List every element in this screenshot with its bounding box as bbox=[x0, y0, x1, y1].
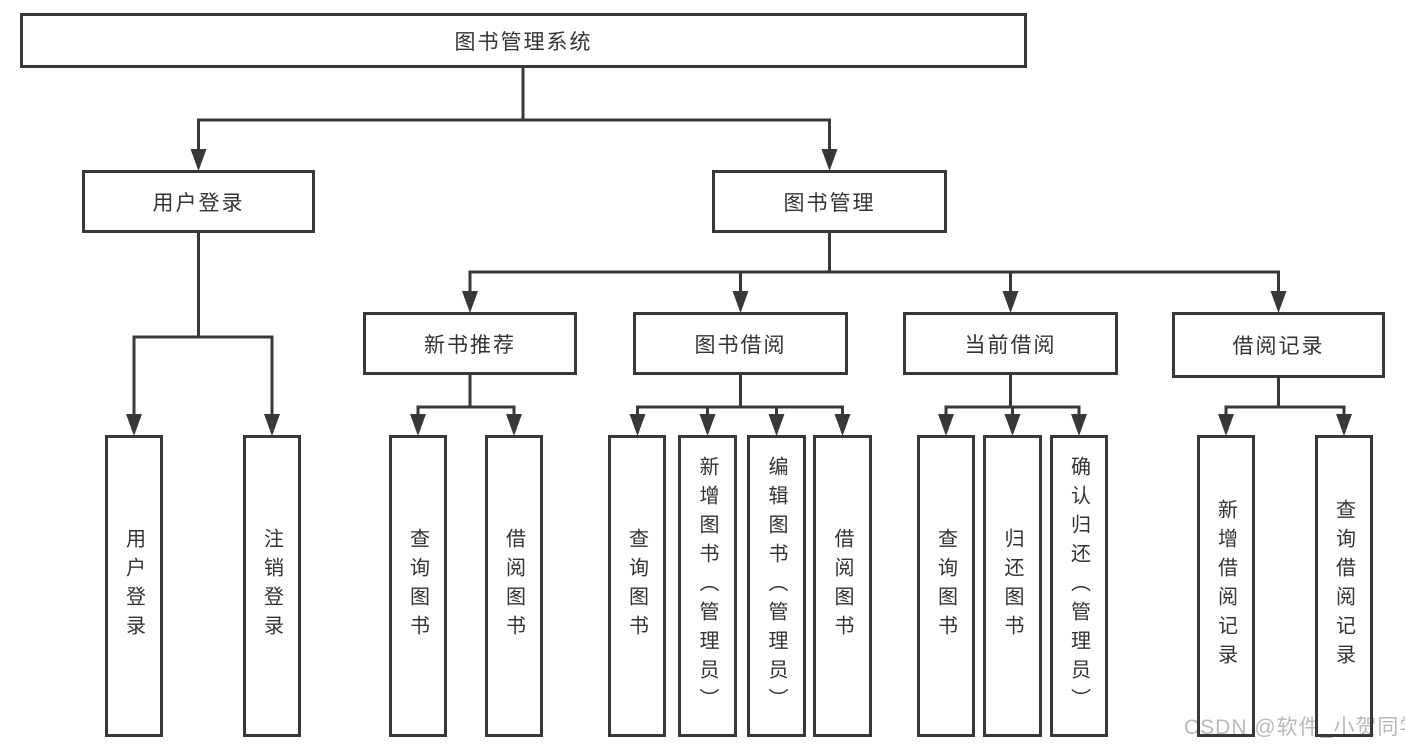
leaf-recommend-borrow-books-label: 借阅图书 bbox=[502, 528, 525, 644]
leaf-query-borrow-record: 查询借阅记录 bbox=[1315, 435, 1373, 737]
leaf-logout-label: 注销登录 bbox=[260, 528, 283, 644]
node-user-login: 用户登录 bbox=[82, 170, 315, 233]
node-book-management-label: 图书管理 bbox=[783, 191, 876, 215]
leaf-add-books-admin-label: 新增图书（管理员） bbox=[696, 455, 718, 717]
node-book-borrow: 图书借阅 bbox=[633, 312, 848, 375]
leaf-user-login: 用户登录 bbox=[105, 435, 163, 737]
leaf-recommend-borrow-books: 借阅图书 bbox=[485, 435, 543, 737]
leaf-recommend-query-books: 查询图书 bbox=[389, 435, 447, 737]
leaf-edit-books-admin-label: 编辑图书（管理员） bbox=[765, 455, 787, 717]
node-borrow-records-label: 借阅记录 bbox=[1232, 335, 1325, 358]
leaf-borrow-query-books-label: 查询图书 bbox=[625, 528, 648, 644]
leaf-current-query-books-label: 查询图书 bbox=[934, 528, 957, 644]
node-current-borrow-label: 当前借阅 bbox=[964, 333, 1057, 357]
node-borrow-records: 借阅记录 bbox=[1172, 312, 1385, 378]
csdn-watermark: CSDN @软件_小贺同学 bbox=[1184, 716, 1405, 739]
leaf-confirm-return-admin-label: 确认归还（管理员） bbox=[1067, 455, 1090, 717]
leaf-logout: 注销登录 bbox=[243, 435, 301, 737]
node-library-management-system-label: 图书管理系统 bbox=[454, 30, 593, 54]
leaf-current-query-books: 查询图书 bbox=[917, 435, 975, 737]
leaf-borrow-books-label: 借阅图书 bbox=[831, 528, 853, 644]
leaf-edit-books-admin: 编辑图书（管理员） bbox=[747, 435, 806, 737]
leaf-borrow-books: 借阅图书 bbox=[813, 435, 872, 737]
node-book-management: 图书管理 bbox=[712, 170, 947, 233]
leaf-add-borrow-record-label: 新增借阅记录 bbox=[1214, 499, 1237, 673]
leaf-add-borrow-record: 新增借阅记录 bbox=[1197, 435, 1255, 737]
leaf-query-borrow-record-label: 查询借阅记录 bbox=[1332, 499, 1355, 673]
node-library-management-system: 图书管理系统 bbox=[20, 13, 1027, 68]
leaf-borrow-query-books: 查询图书 bbox=[608, 435, 666, 737]
leaf-user-login-label: 用户登录 bbox=[122, 528, 145, 644]
leaf-return-books: 归还图书 bbox=[983, 435, 1042, 737]
leaf-confirm-return-admin: 确认归还（管理员） bbox=[1050, 435, 1108, 737]
node-new-book-recommend: 新书推荐 bbox=[363, 312, 577, 375]
node-book-borrow-label: 图书借阅 bbox=[694, 333, 787, 357]
node-new-book-recommend-label: 新书推荐 bbox=[424, 333, 516, 357]
leaf-return-books-label: 归还图书 bbox=[1001, 528, 1023, 644]
leaf-recommend-query-books-label: 查询图书 bbox=[406, 528, 429, 644]
leaf-add-books-admin: 新增图书（管理员） bbox=[678, 435, 737, 737]
node-user-login-label: 用户登录 bbox=[152, 191, 245, 215]
node-current-borrow: 当前借阅 bbox=[903, 312, 1118, 375]
